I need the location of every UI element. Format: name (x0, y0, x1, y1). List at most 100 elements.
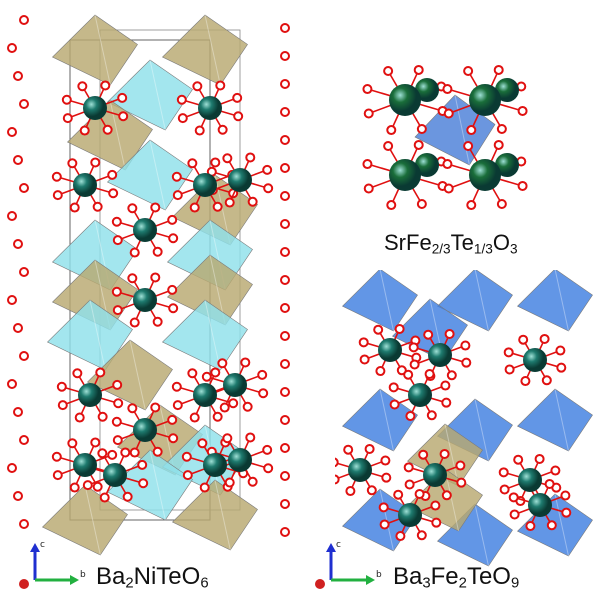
ba-site-12-oxygen (197, 438, 208, 449)
ba-site-9-oxygen (217, 358, 228, 369)
ba-site-0-oxygen (375, 366, 386, 377)
ba-site-10-oxygen (168, 433, 179, 444)
edge-oxygen (19, 183, 29, 193)
srfeteo3-structure (335, 30, 575, 230)
octahedron-16 (171, 479, 258, 551)
ba-site-1-oxygen (192, 81, 203, 92)
ba-site-9-oxygen (240, 357, 251, 368)
edge-oxygen (19, 519, 29, 529)
ba-site-2-oxygen (69, 202, 80, 213)
ba-cation-10 (133, 418, 157, 442)
ba-site-6-oxygen (111, 286, 122, 297)
ba-cation-12 (203, 453, 227, 477)
ba-site-4-oxygen (345, 486, 356, 497)
octahedron-15-edge (84, 484, 101, 556)
ba-cation-7 (398, 503, 422, 527)
ba-site-8-oxygen (189, 412, 200, 423)
ba-site-6-oxygen (129, 317, 140, 328)
ba-site-8-oxygen (544, 478, 555, 489)
ba-site-0-oxygen (394, 323, 405, 334)
ba2niteo6-structure (0, 0, 300, 565)
ba-site-6-oxygen (112, 305, 123, 316)
ba-site-2-oxygen (67, 158, 78, 169)
ba-cation-14 (103, 463, 127, 487)
ba-site-7-oxygen (57, 400, 68, 411)
edge-oxygen (280, 275, 290, 285)
octahedron-1 (161, 14, 248, 86)
ba-site-5-oxygen (127, 203, 138, 214)
ba-site-8-oxygen (210, 367, 221, 378)
ba-site-14-oxygen (138, 478, 149, 489)
b-axis-arrowhead (70, 575, 79, 585)
octahedron-17-edge (149, 449, 166, 521)
sr-site-2-oxygen (386, 200, 397, 211)
sr-site-2-oxygen (363, 183, 374, 194)
ba-site-7-oxygen (393, 489, 404, 500)
ba-site-3-oxygen (189, 202, 200, 213)
b-axis-label: b (80, 570, 86, 580)
ba-site-14-oxygen (122, 491, 133, 502)
ba-site-4-oxygen (245, 152, 256, 163)
ba-cation-8 (528, 493, 552, 517)
edge-oxygen (19, 15, 29, 25)
ba-site-1-oxygen (408, 342, 419, 353)
octahedron-2 (516, 270, 593, 332)
ba-site-14-oxygen (97, 448, 108, 459)
octahedron-8 (436, 503, 513, 567)
ba-site-3-oxygen (405, 411, 416, 422)
ba-site-6-oxygen (150, 272, 161, 283)
edge-oxygen (7, 211, 17, 221)
ba-site-6-oxygen (499, 484, 510, 495)
ba-site-6-oxygen (534, 453, 545, 464)
ba-site-8-oxygen (509, 509, 520, 520)
ba-site-1-oxygen (232, 92, 243, 103)
edge-oxygen (13, 71, 23, 81)
ba-site-3-oxygen (210, 157, 221, 168)
ba-site-10-oxygen (111, 416, 122, 427)
ba-cation-3 (408, 383, 432, 407)
ba-site-7-oxygen (95, 367, 106, 378)
ba-cation-6 (518, 468, 542, 492)
octahedron-4 (106, 139, 193, 211)
ba-site-6-oxygen (127, 273, 138, 284)
edge-oxygen (280, 163, 290, 173)
sr-site-3-oxygen (496, 199, 507, 210)
octahedron-11 (161, 299, 248, 371)
ba-site-0-oxygen (102, 124, 113, 135)
ba-site-5-oxygen (111, 216, 122, 227)
c-axis-label: c (336, 540, 341, 550)
edge-oxygen (13, 155, 23, 165)
octahedron-1-edge (474, 270, 489, 332)
ba-site-6-oxygen (498, 467, 509, 478)
octahedron-3 (341, 388, 418, 452)
sr-site-1-oxygen (496, 124, 507, 135)
edge-oxygen (280, 359, 290, 369)
sr-site-1-oxygen (517, 105, 528, 116)
edge-oxygen (280, 415, 290, 425)
sr-cation-back-3 (495, 153, 519, 177)
ba-site-8-oxygen (228, 398, 239, 409)
ba-site-9-oxygen (201, 371, 212, 382)
octahedron-10-edge (89, 299, 106, 371)
sr-site-2-oxygen (416, 199, 427, 210)
edge-oxygen (280, 79, 290, 89)
ba-cation-9 (223, 373, 247, 397)
ba-site-0-oxygen (100, 80, 111, 91)
ba-site-14-oxygen (82, 480, 93, 491)
ba-site-8-oxygen (508, 492, 519, 503)
formula-label-srfeteo3: SrFe2/3Te1/3O3 (384, 230, 518, 256)
edge-oxygen (7, 463, 17, 473)
ba-cation-6 (133, 288, 157, 312)
ba-site-6-oxygen (168, 303, 179, 314)
ba-cation-0 (378, 338, 402, 362)
ba-cation-0 (83, 96, 107, 120)
ba-site-2-oxygen (539, 333, 550, 344)
sr-site-3-oxygen (442, 159, 453, 170)
ba-site-5-oxygen (168, 233, 179, 244)
ba-site-7-oxygen (56, 381, 67, 392)
ba-site-7-oxygen (112, 379, 123, 390)
octahedron-0 (51, 14, 138, 86)
edge-oxygen (13, 239, 23, 249)
octahedron-3-edge (379, 388, 394, 452)
ba-site-3-oxygen (172, 190, 183, 201)
